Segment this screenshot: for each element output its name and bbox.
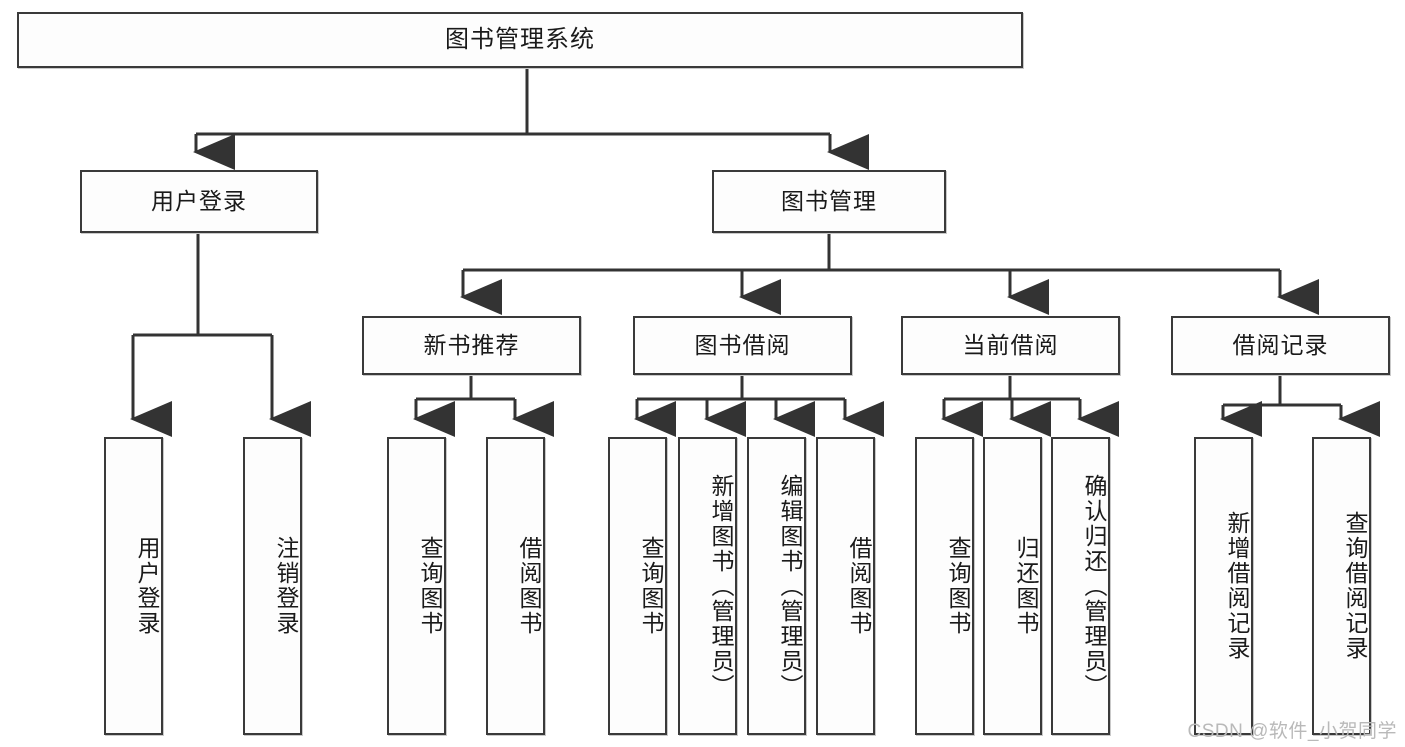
leaf-borrow-borrow-book[interactable]: 借阅图书 (816, 437, 875, 735)
node-root-system[interactable]: 图书管理系统 (17, 12, 1023, 68)
node-label: 确认归还（管理员） (1081, 473, 1107, 699)
node-label: 借阅图书 (846, 536, 872, 636)
leaf-user-logout[interactable]: 注销登录 (243, 437, 302, 735)
node-label: 图书管理系统 (445, 26, 595, 53)
node-book-borrow[interactable]: 图书借阅 (633, 316, 852, 375)
node-label: 新增图书（管理员） (708, 473, 734, 699)
node-label: 新增借阅记录 (1224, 511, 1250, 661)
node-new-book-recommend[interactable]: 新书推荐 (362, 316, 581, 375)
node-label: 用户登录 (134, 536, 160, 636)
node-borrow-record[interactable]: 借阅记录 (1171, 316, 1390, 375)
leaf-record-query[interactable]: 查询借阅记录 (1312, 437, 1371, 735)
leaf-borrow-query-book[interactable]: 查询图书 (608, 437, 667, 735)
node-label: 归还图书 (1013, 536, 1039, 636)
csdn-watermark: CSDN @软件_小贺同学 (1187, 721, 1397, 742)
node-current-borrow[interactable]: 当前借阅 (901, 316, 1120, 375)
node-label: 查询图书 (417, 536, 443, 636)
node-label: 借阅记录 (1232, 332, 1329, 359)
node-label: 借阅图书 (516, 536, 542, 636)
node-book-management[interactable]: 图书管理 (712, 170, 946, 233)
leaf-borrow-edit-book[interactable]: 编辑图书（管理员） (747, 437, 806, 735)
leaf-borrow-add-book[interactable]: 新增图书（管理员） (678, 437, 737, 735)
leaf-current-confirm-return[interactable]: 确认归还（管理员） (1051, 437, 1110, 735)
node-label: 图书管理 (781, 188, 877, 215)
leaf-current-return-book[interactable]: 归还图书 (983, 437, 1042, 735)
node-label: 编辑图书（管理员） (777, 473, 803, 699)
node-label: 查询图书 (638, 536, 664, 636)
leaf-user-login[interactable]: 用户登录 (104, 437, 163, 735)
node-label: 新书推荐 (423, 332, 520, 359)
node-label: 图书借阅 (694, 332, 791, 359)
leaf-current-query-book[interactable]: 查询图书 (915, 437, 974, 735)
node-label: 用户登录 (151, 188, 247, 215)
node-label: 注销登录 (273, 536, 299, 636)
node-label: 查询借阅记录 (1342, 511, 1368, 661)
leaf-record-add[interactable]: 新增借阅记录 (1194, 437, 1253, 735)
leaf-recommend-borrow-book[interactable]: 借阅图书 (486, 437, 545, 735)
node-label: 查询图书 (945, 536, 971, 636)
node-label: 当前借阅 (962, 332, 1059, 359)
node-user-login[interactable]: 用户登录 (80, 170, 318, 233)
leaf-recommend-query-book[interactable]: 查询图书 (387, 437, 446, 735)
